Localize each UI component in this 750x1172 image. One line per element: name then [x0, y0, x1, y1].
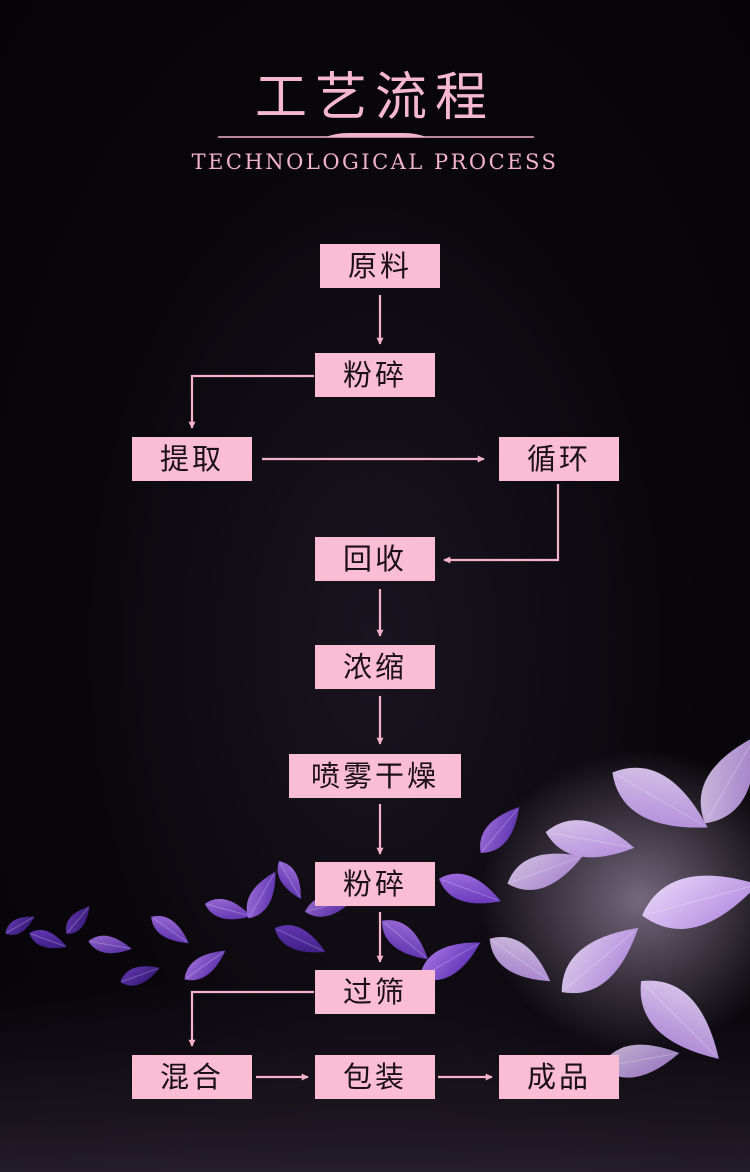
node-extraction: 提取: [132, 437, 252, 481]
title-divider: [218, 133, 534, 138]
leaf-vein: [482, 808, 518, 852]
leaf-shape: [88, 935, 132, 954]
leaf-vein: [550, 832, 630, 848]
node-raw-material: 原料: [320, 244, 440, 288]
leaf-vein: [186, 951, 224, 979]
leaf-shape: [65, 906, 90, 934]
leaf-shape: [5, 916, 35, 935]
leaf-shape: [438, 873, 502, 904]
leaf-shape: [184, 950, 226, 981]
page-title: 工艺流程: [254, 68, 495, 128]
leaf-vein: [383, 922, 427, 958]
leaf-shape: [545, 820, 635, 858]
node-crushing-2: 粉碎: [315, 862, 435, 906]
leaf-shape: [612, 767, 708, 828]
leaf-vein: [511, 857, 579, 883]
leaf-vein: [122, 968, 158, 982]
leaf-shape: [480, 807, 520, 853]
leaf-shape: [204, 898, 252, 920]
leaf-vein: [90, 941, 130, 949]
leaf-shape: [277, 860, 302, 900]
leaf-vein: [707, 740, 750, 820]
leaf-vein: [152, 917, 188, 943]
header: 工艺流程 TECHNOLOGICAL PROCESS: [0, 0, 750, 200]
leaf-shape: [29, 930, 67, 949]
leaf-shape: [382, 920, 428, 960]
leaf-shape: [120, 966, 160, 986]
leaf-vein: [6, 916, 34, 934]
leaf-shape: [700, 736, 750, 824]
leaf-vein: [30, 933, 66, 947]
node-circulation: 循环: [499, 437, 619, 481]
leaf-shape: [561, 927, 639, 994]
leaf-shape: [274, 925, 326, 953]
node-spray-drying: 喷雾干燥: [289, 754, 461, 798]
leaf-vein: [441, 879, 499, 901]
leaf-vein: [492, 940, 548, 980]
leaf-vein: [279, 862, 301, 898]
edge-sieving-to-mixing: [188, 990, 314, 1047]
leaf-shape: [151, 915, 189, 944]
leaf-shape: [489, 937, 551, 982]
leaf-shape: [600, 1044, 680, 1078]
leaf-vein: [276, 928, 324, 952]
leaf-vein: [644, 984, 716, 1056]
leaf-vein: [565, 930, 635, 990]
leaf-shape: [246, 871, 276, 919]
leaf-vein: [647, 885, 750, 915]
node-sieving: 过筛: [315, 970, 435, 1014]
leaf-vein: [616, 774, 704, 826]
node-finished-product: 成品: [499, 1055, 619, 1099]
node-crushing-1: 粉碎: [315, 353, 435, 397]
leaf-vein: [207, 903, 249, 917]
page-subtitle: TECHNOLOGICAL PROCESS: [191, 150, 559, 174]
node-mixing: 混合: [132, 1055, 252, 1099]
leaf-vein: [249, 873, 275, 917]
node-packaging: 包装: [315, 1055, 435, 1099]
leaf-vein: [67, 907, 89, 933]
leaf-shape: [507, 853, 583, 891]
node-recovery: 回收: [315, 537, 435, 581]
leaf-shape: [642, 875, 750, 929]
leaf-shape: [640, 980, 719, 1059]
edge-crushing-1-to-extraction: [188, 374, 314, 429]
edge-circulation-to-recovery: [443, 484, 560, 564]
node-concentration: 浓缩: [315, 645, 435, 689]
